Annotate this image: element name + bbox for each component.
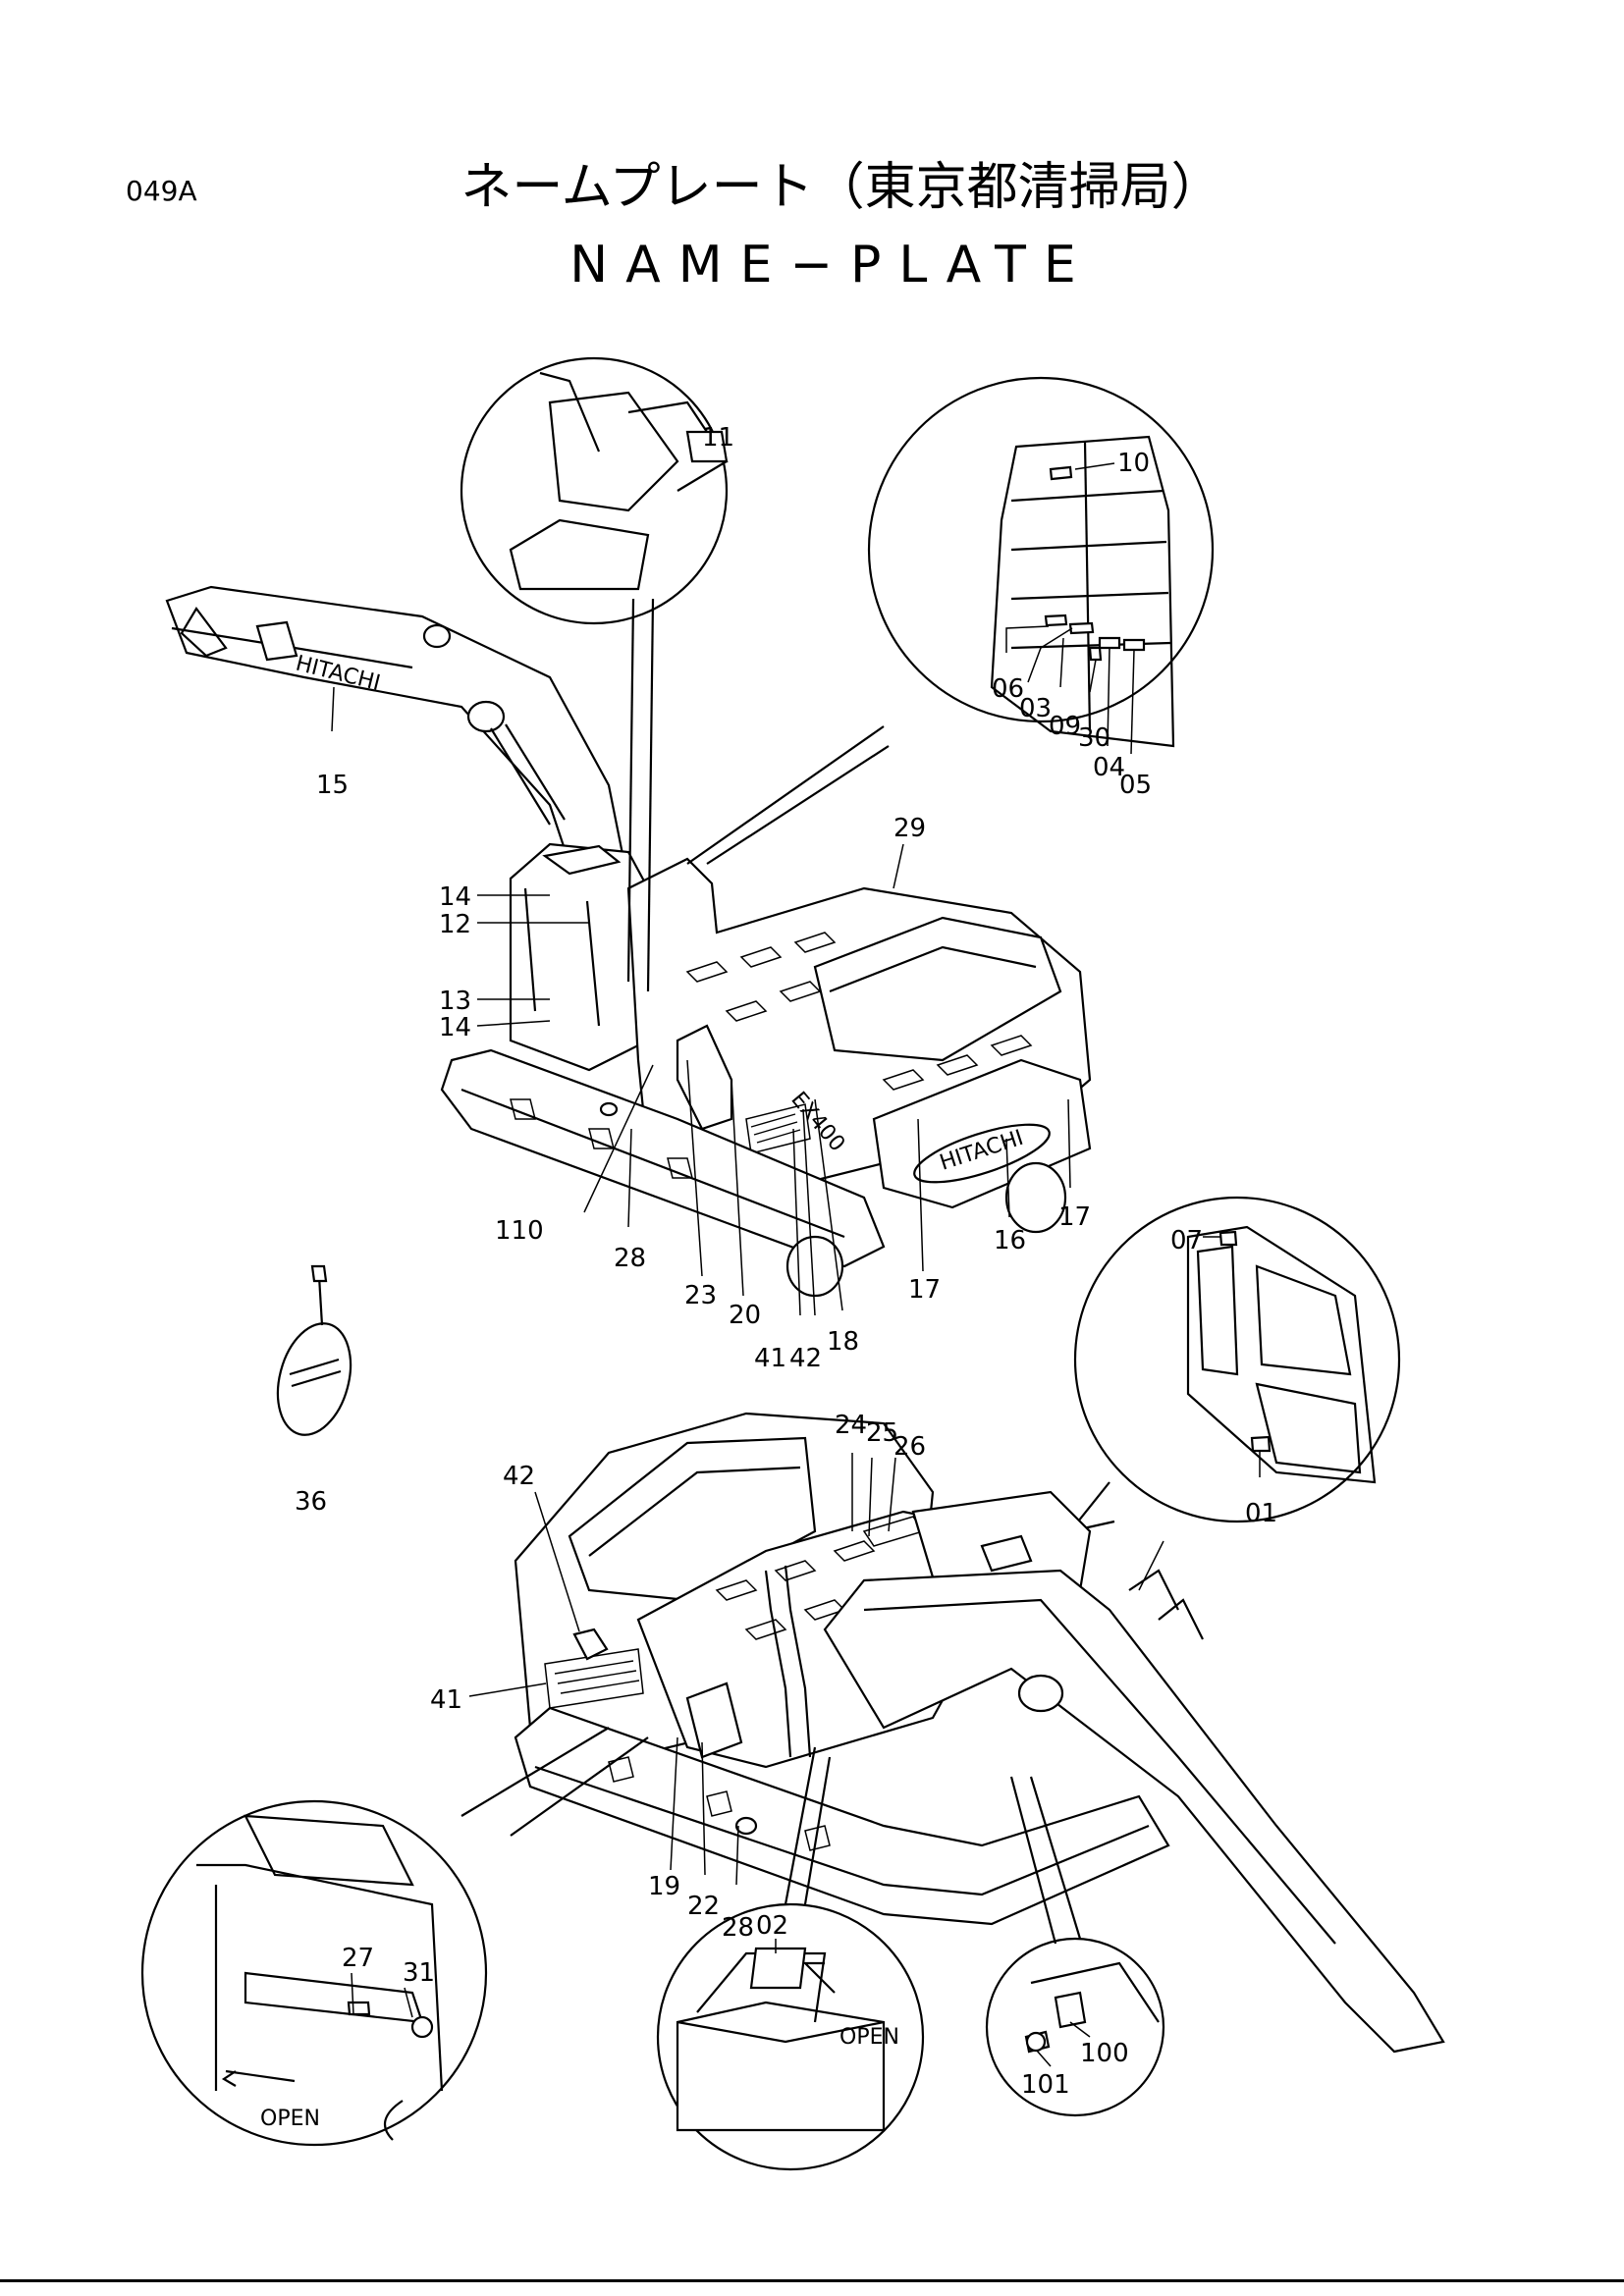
callout-04: 04 [1093,753,1125,782]
callout-05: 05 [1119,771,1152,800]
callout-26: 26 [893,1432,926,1462]
open-label-box: OPEN [839,2025,899,2050]
callout-25: 25 [866,1418,898,1448]
callout-14-top: 14 [439,882,471,912]
page-title-japanese: ネームプレート（東京都清掃局） [460,158,1222,217]
callout-23: 23 [684,1281,717,1310]
page-title-english: NAME−PLATE [569,236,1094,294]
callout-01: 01 [1245,1499,1277,1528]
cab-door-detail-circle [1069,1196,1401,1533]
callout-18: 18 [827,1327,859,1357]
leader-lines [331,462,1261,2067]
callout-41-top: 41 [754,1344,786,1373]
callout-20: 20 [729,1301,761,1330]
seat-detail-circle [460,356,729,992]
callout-101: 101 [1021,2070,1070,2100]
callout-31: 31 [403,1958,435,1988]
page-bottom-rule [0,2279,1624,2282]
callout-24: 24 [835,1411,867,1440]
callout-numbers: 11 10 06 03 09 30 04 05 15 29 14 12 13 1… [295,423,1277,2100]
callout-30: 30 [1078,723,1110,753]
callout-19: 19 [648,1872,680,1901]
callout-12: 12 [439,910,471,939]
tag-part-36 [276,1264,352,1436]
callout-15: 15 [316,771,349,800]
callout-36: 36 [295,1487,327,1517]
callout-110: 110 [495,1216,544,1246]
open-label-battery: OPEN [260,2107,320,2131]
callout-41-bottom: 41 [430,1685,462,1715]
callout-09: 09 [1049,712,1081,741]
callout-13: 13 [439,987,471,1016]
callout-27: 27 [342,1944,374,1973]
battery-box-detail-circle: OPEN [140,1727,649,2147]
callout-42-top: 42 [789,1344,822,1373]
callout-100: 100 [1080,2039,1129,2068]
callout-22: 22 [687,1892,720,1921]
callout-03: 03 [1019,694,1052,723]
callout-10: 10 [1117,449,1150,478]
page-code: 049A [126,175,197,207]
operator-box-detail-circle: OPEN [656,1746,925,2171]
callout-07: 07 [1170,1226,1203,1255]
callout-06: 06 [992,674,1024,704]
callout-02: 02 [756,1911,788,1941]
serial-plate-detail-circle [985,1776,1165,2117]
callout-14-bottom: 14 [439,1013,471,1042]
callout-28-bottom: 28 [722,1913,754,1943]
callout-16: 16 [994,1226,1026,1255]
callout-42-bottom: 42 [503,1462,535,1491]
callout-17-right: 17 [1058,1202,1091,1232]
top-excavator-view: HITACHI [165,585,1092,1298]
bottom-excavator-view [514,1412,1445,2054]
callout-29: 29 [893,814,926,843]
callout-11: 11 [702,423,734,453]
callout-28-top: 28 [614,1244,646,1273]
window-grille-detail-circle [686,376,1215,865]
callout-17-left: 17 [908,1275,941,1305]
